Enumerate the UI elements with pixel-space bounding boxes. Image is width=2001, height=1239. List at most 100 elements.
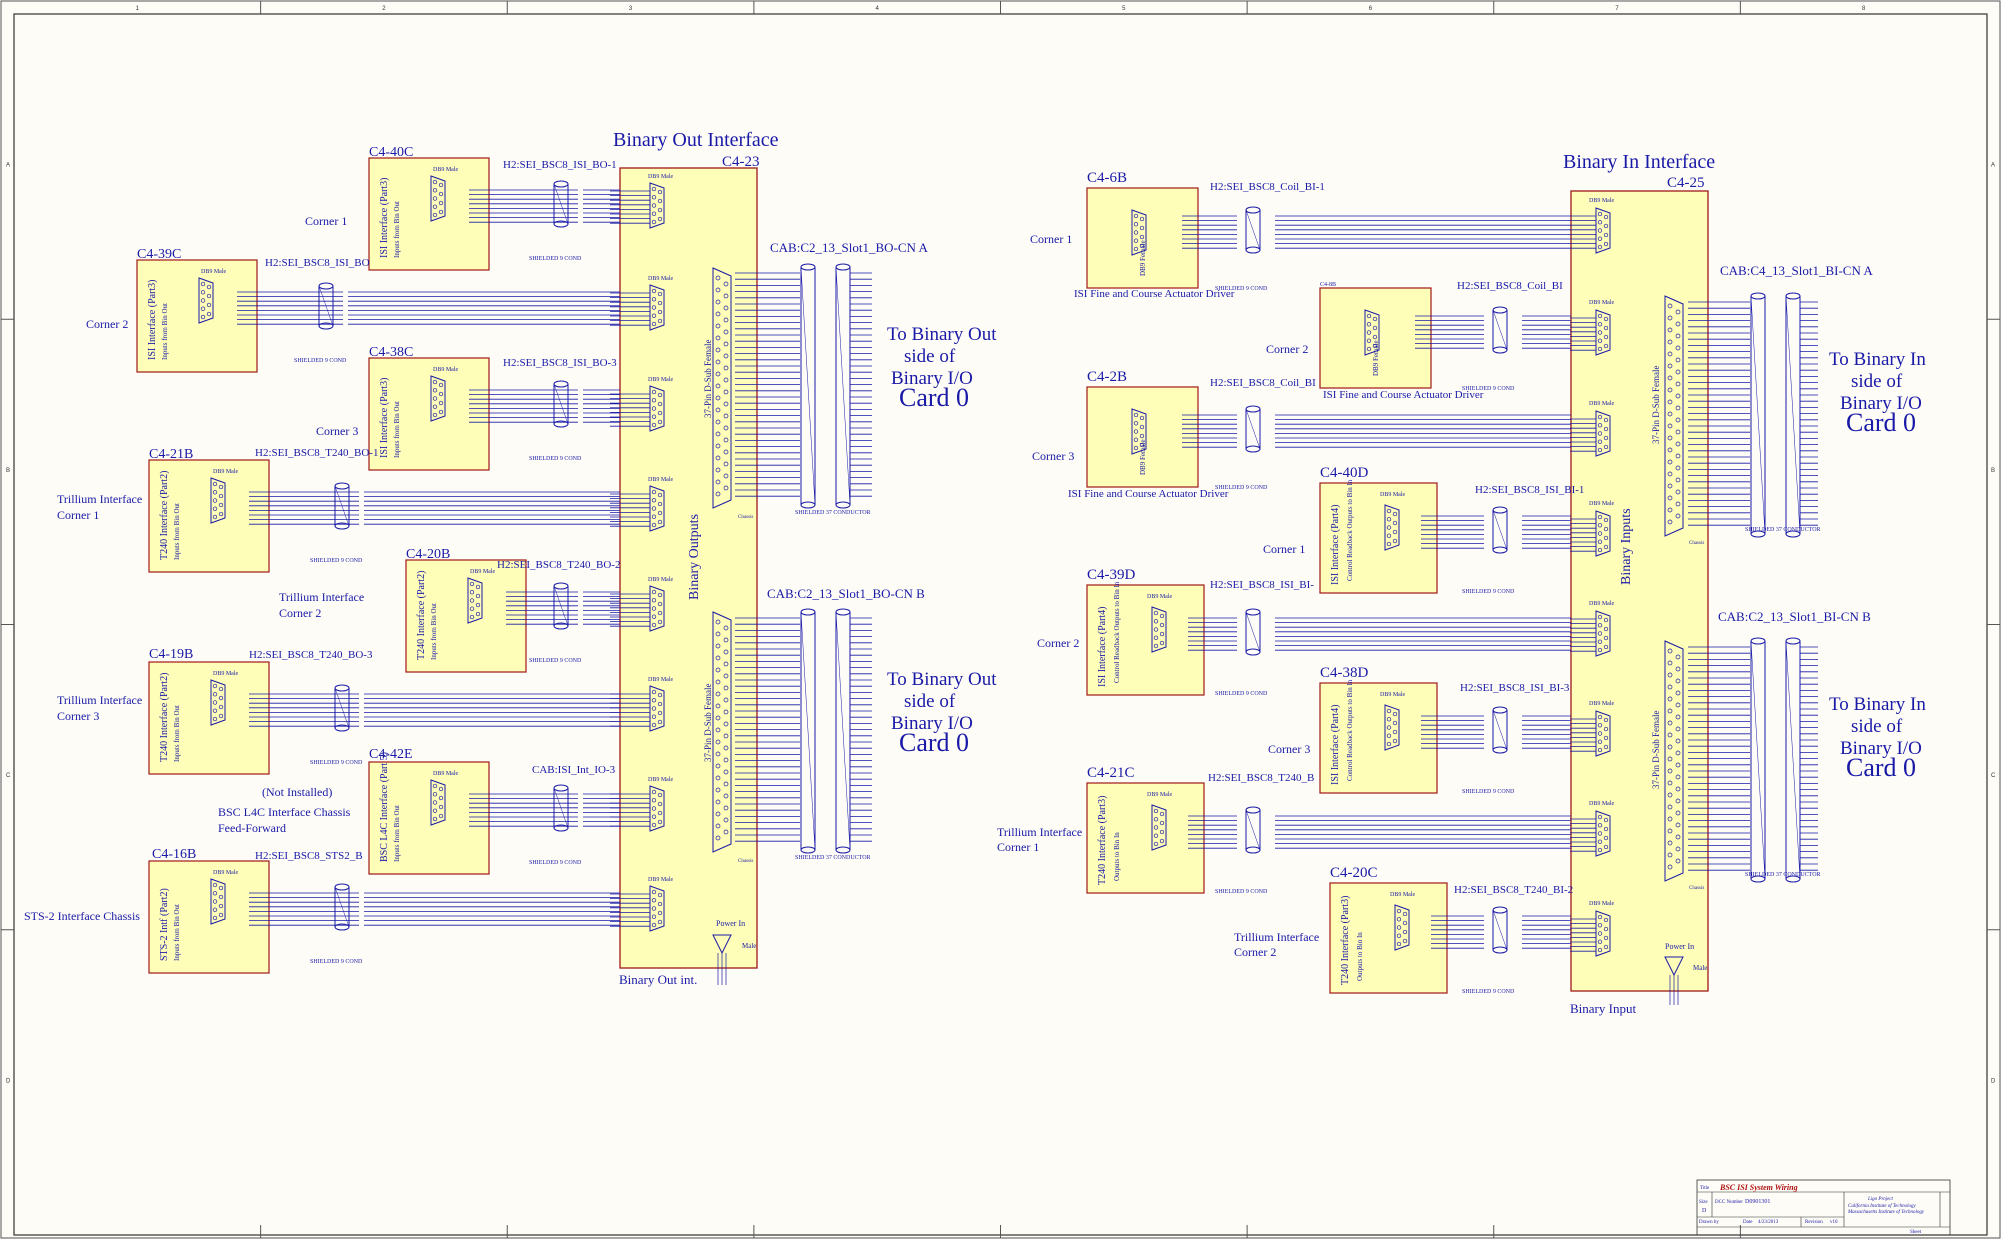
binary-in-chassis-ref: C4-25 <box>1667 175 1705 191</box>
block-type: STS-2 Intf (Part2) <box>159 888 170 961</box>
block-corner-label: Corner 2 <box>279 606 321 620</box>
cable-destination: To Binary Out <box>887 669 997 690</box>
block-sub: Outputs to Bin In <box>1356 932 1364 981</box>
block-cable-name: H2:SEI_BSC8_Coil_BI-1 <box>1210 181 1325 193</box>
chassis-db9-header: DB9 Male <box>648 174 674 180</box>
block-corner-label: Corner 1 <box>997 840 1039 854</box>
chassis-db9-connector <box>1595 207 1611 254</box>
frame-row-label: C <box>6 773 11 779</box>
block-sub: Inputs from Bin Out <box>161 303 169 360</box>
cable-destination: Binary I/O <box>891 368 973 389</box>
block-sub: Inputs from Bin Out <box>393 201 401 258</box>
cable-destination: Card 0 <box>1846 408 1916 437</box>
block-type: T240 Interface (Part3) <box>1097 796 1108 885</box>
block-cable-tag: SHIELDED 9 COND <box>1462 989 1515 995</box>
chassis-db9-connector <box>649 885 665 932</box>
block-cable-tag: SHIELDED 9 COND <box>310 760 363 766</box>
title-block-size: D <box>1702 1208 1707 1214</box>
cable-destination: Card 0 <box>899 728 969 757</box>
title-block-org-3: Massachusetts Institute of Technology <box>1847 1210 1925 1215</box>
binary-in-title: Binary In Interface <box>1563 151 1715 173</box>
block-db9-header: DB9 Male <box>433 771 459 777</box>
block-corner-label: Corner 3 <box>57 709 99 723</box>
block-cable-name: H2:SEI_BSC8_ISI_BO-3 <box>503 357 617 369</box>
block-corner-label: Corner 2 <box>1037 636 1079 650</box>
block-type: ISI Interface (Part4) <box>1330 504 1341 585</box>
block-corner-label: Feed-Forward <box>218 821 286 835</box>
title-block-drawn-label: Drawn by <box>1699 1220 1719 1225</box>
block-db9-header: DB9 Male <box>213 870 239 876</box>
chassis-db9-connector <box>649 785 665 832</box>
block-sub: Inputs from Bin Out <box>173 705 181 762</box>
block-cable-name: H2:SEI_BSC8_T240_BO-1 <box>255 447 378 459</box>
cable-destination: To Binary In <box>1829 694 1926 715</box>
block-db9-header: DB9 Male <box>470 569 496 575</box>
block-cable-tag: SHIELDED 9 COND <box>1462 789 1515 795</box>
chassis-db9-header: DB9 Male <box>1589 601 1615 607</box>
chassis-db9-connector <box>649 585 665 632</box>
block-type: ISI Interface (Part3) <box>379 177 390 258</box>
chassis-db9-header: DB9 Male <box>648 276 674 282</box>
cable-destination: Card 0 <box>1846 753 1916 782</box>
block-cable-name: H2:SEI_BSC8_ISI_BI- <box>1210 579 1314 591</box>
block-cable-name: H2:SEI_BSC8_T240_BO-2 <box>497 559 620 571</box>
block-db9-connector <box>1151 804 1167 851</box>
block-db9-connector <box>210 477 226 524</box>
chassis-db9-connector <box>649 685 665 732</box>
interface-block[interactable]: C4-38C ISI Interface (Part3)Inputs from B… <box>316 345 620 471</box>
chassis-db9-connector <box>649 284 665 331</box>
chassis-db9-connector <box>1595 309 1611 356</box>
block-sub: DB9 Female <box>1139 439 1147 475</box>
frame-col-label: 4 <box>876 6 880 12</box>
cable-destination: To Binary Out <box>887 324 997 345</box>
chassis-db9-header: DB9 Male <box>648 677 674 683</box>
block-db9-connector <box>198 277 214 324</box>
block-corner-label: Trillium Interface <box>997 825 1082 839</box>
block-sub: Inputs from Bin Out <box>393 401 401 458</box>
cable-destination: side of <box>904 346 956 367</box>
block-db9-connector <box>1151 606 1167 653</box>
cable-destination: side of <box>1851 371 1903 392</box>
block-db9-connector <box>1384 704 1400 751</box>
block-sub: DB9 Female <box>1372 340 1380 376</box>
block-ref: C4-38C <box>369 345 413 360</box>
block-type: T240 Interface (Part2) <box>416 571 427 660</box>
block-cable-name: H2:SEI_BSC8_T240_B <box>1208 772 1314 784</box>
block-type: ISI Interface (Part3) <box>379 377 390 458</box>
cable-destination: side of <box>904 691 956 712</box>
dsub37-chassis-pin: Chassis <box>1689 886 1704 891</box>
title-block-size-label: Size <box>1699 1200 1708 1205</box>
block-corner-label: Trillium Interface <box>57 693 142 707</box>
title-block-org-2: California Institute of Technology <box>1848 1204 1917 1209</box>
cable-37-tag: SHIELDED 37 CONDUCTOR <box>795 855 871 861</box>
block-type: ISI Interface (Part4) <box>1097 606 1108 687</box>
block-ref: C4-8B <box>1320 282 1336 288</box>
block-cable-tag: SHIELDED 9 COND <box>529 456 582 462</box>
block-cable-name: H2:SEI_BSC8_T240_BI-2 <box>1454 884 1573 896</box>
chassis-db9-header: DB9 Male <box>648 577 674 583</box>
